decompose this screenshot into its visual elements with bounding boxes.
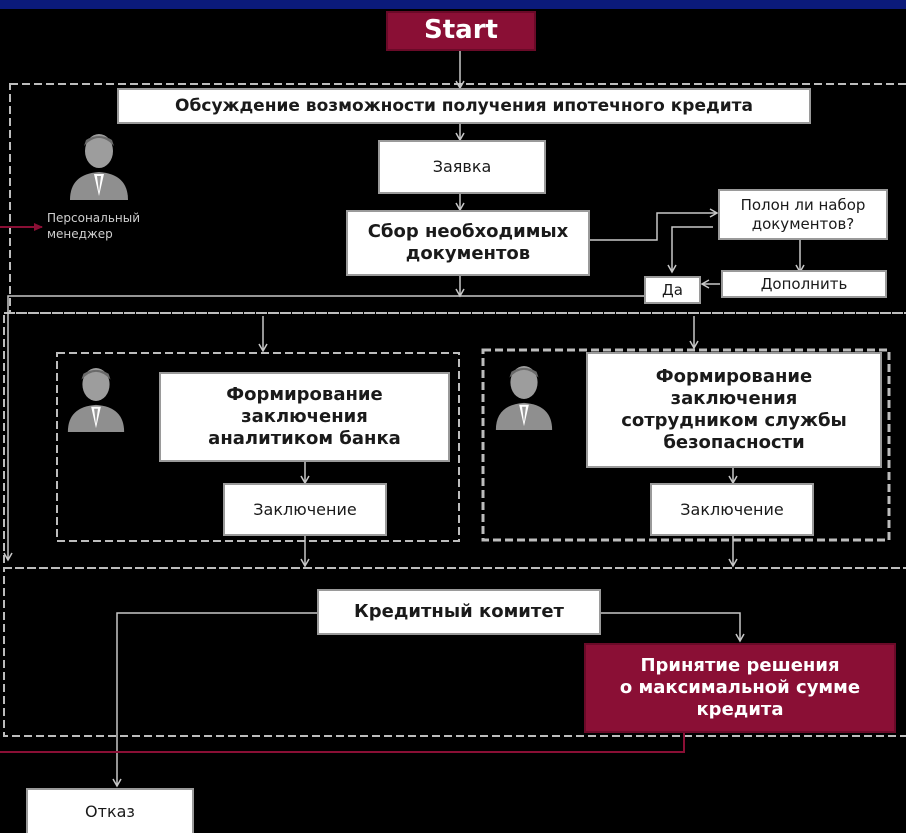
max-amount-decision-box: Принятие решения о максимальной сумме кр… (584, 643, 896, 733)
top-band (0, 0, 906, 9)
conclusion-box-analyst: Заключение (223, 483, 387, 536)
zone-stage-3 (3, 567, 906, 737)
line-yes-left (3, 295, 644, 562)
start-box: Start (386, 11, 536, 51)
analyst-person-icon (67, 367, 125, 432)
security-person-icon (495, 365, 553, 430)
analyst-conclusion-box: Формирование заключения аналитиком банка (159, 372, 450, 462)
supplement-box: Дополнить (721, 270, 887, 298)
manager-person-icon (70, 134, 128, 200)
zone-analyst (56, 352, 460, 542)
refusal-box: Отказ (26, 788, 194, 833)
zone-stage-2 (3, 312, 906, 569)
arrow-question-to-yes (667, 226, 713, 274)
line-decision-feedback (0, 732, 685, 753)
arrow-collect-to-question (590, 208, 719, 241)
collect-docs-box: Сбор необходимых документов (346, 210, 590, 276)
security-conclusion-box: Формирование заключения сотрудником служ… (586, 352, 882, 468)
arrow-committee-to-refusal (112, 612, 317, 788)
personal-manager-label: Персональный менеджер (47, 211, 141, 242)
credit-committee-box: Кредитный комитет (317, 589, 601, 635)
yes-box: Да (644, 276, 701, 304)
application-box: Заявка (378, 140, 546, 194)
docs-complete-question: Полон ли набор документов? (718, 189, 888, 240)
arrow-committee-to-decision (601, 612, 745, 643)
discussion-box: Обсуждение возможности получения ипотечн… (117, 88, 811, 124)
zone-security (481, 348, 891, 542)
conclusion-box-security: Заключение (650, 483, 814, 536)
